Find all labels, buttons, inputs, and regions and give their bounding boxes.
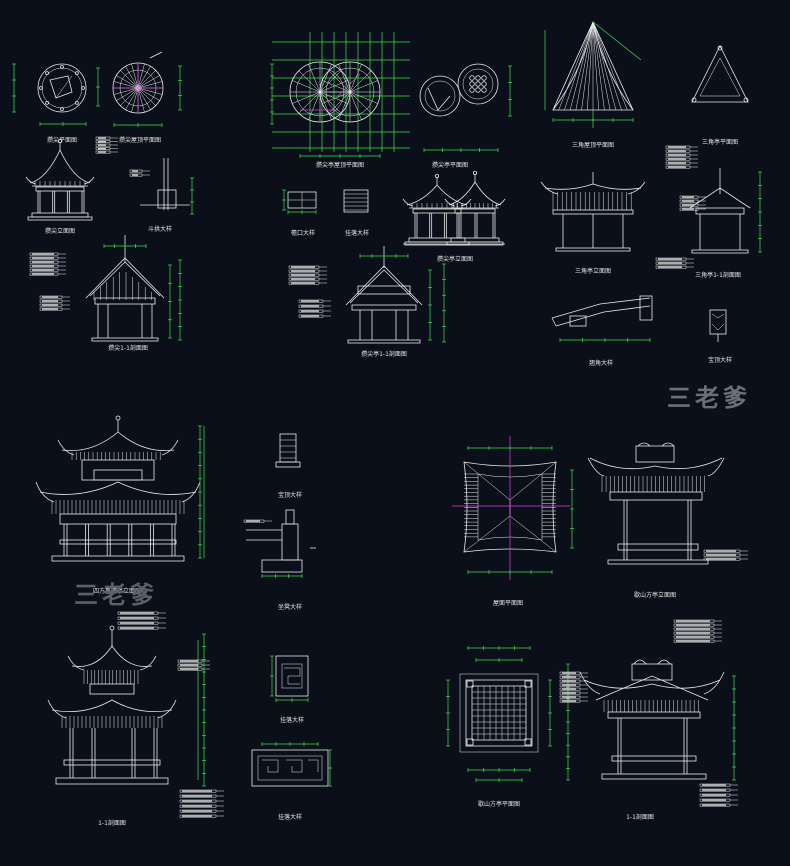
caption-hip-roof-plan: 屋面平面图 (492, 600, 524, 607)
round-pavilion-roof-plan (112, 51, 182, 127)
caption-rail-detail: 坐凳大样 (277, 604, 303, 611)
double-plan (419, 63, 512, 152)
caption-double-plan: 攒尖亭平面图 (431, 162, 469, 169)
caption-round-section: 攒尖1-1剖面图 (108, 345, 148, 352)
corner-detail (551, 295, 653, 342)
caption-round-elevation: 攒尖立面图 (44, 228, 76, 235)
caption-bracket-detail: 斗拱大样 (147, 226, 173, 233)
caption-tri-section: 三角亭1-1剖面图 (695, 272, 741, 279)
caption-tri-elevation: 三角亭立面图 (574, 268, 612, 275)
caption-round-roof-plan: 攒尖屋顶平面图 (118, 137, 162, 144)
hip-elevation (587, 442, 748, 565)
caption-double-section: 攒尖亭1-1剖面图 (361, 351, 407, 358)
caption-double-elevation: 攒尖亭立面图 (436, 256, 474, 263)
round-pavilion-elevation (25, 136, 118, 221)
caption-hip-section: 1-1剖面图 (626, 814, 654, 821)
caption-round-plan: 攒尖平面图 (46, 137, 78, 144)
hip-roof-plan (452, 436, 574, 580)
lattice-detail-1 (270, 655, 309, 702)
caption-tri-plan: 三角亭平面图 (701, 139, 739, 146)
two-tier-elevation (35, 415, 205, 562)
caption-hip-elevation: 歇山方亭立面图 (633, 592, 677, 599)
hip-section (559, 619, 738, 807)
double-elevation (402, 170, 506, 246)
finial-detail (709, 309, 727, 342)
caption-two-tier-elevation: 四方重檐亭立面图 (92, 588, 142, 595)
caption-finial-detail-2: 宝顶大样 (277, 492, 303, 499)
caption-corner-detail: 翘角大样 (588, 360, 614, 367)
caption-finial-detail: 宝顶大样 (707, 357, 733, 364)
caption-lattice-2: 挂落大样 (277, 814, 303, 821)
rail-detail (243, 509, 316, 578)
caption-tri-roof-plan: 三角屋顶平面图 (571, 142, 615, 149)
caption-hip-plan: 歇山方亭平面图 (477, 801, 521, 808)
tri-section (665, 145, 762, 254)
eave-detail (282, 189, 317, 214)
bracket-detail (129, 158, 194, 215)
tri-roof-plan (544, 21, 642, 128)
caption-eave-detail: 檐口大样 (290, 230, 316, 237)
double-section (288, 246, 446, 344)
section-bottom (47, 611, 224, 818)
lattice-detail-2 (251, 742, 332, 787)
tri-plan (691, 45, 749, 103)
hip-plan (446, 646, 552, 782)
double-roof-plan (270, 32, 410, 158)
finial-detail-2 (275, 433, 301, 468)
tri-elevation (540, 172, 694, 269)
caption-section-bottom: 1-1剖面图 (98, 820, 126, 827)
watermark-left: 三老爹 (74, 581, 158, 609)
caption-beam-detail: 挂落大样 (344, 230, 370, 237)
caption-lattice-1: 挂落大样 (279, 717, 305, 724)
watermark-right: 三老爹 (667, 384, 751, 412)
beam-detail (343, 189, 369, 213)
round-pavilion-section (29, 235, 182, 342)
round-pavilion-plan (12, 63, 100, 126)
caption-double-roof-plan: 攒尖亭屋顶平面图 (315, 162, 365, 169)
